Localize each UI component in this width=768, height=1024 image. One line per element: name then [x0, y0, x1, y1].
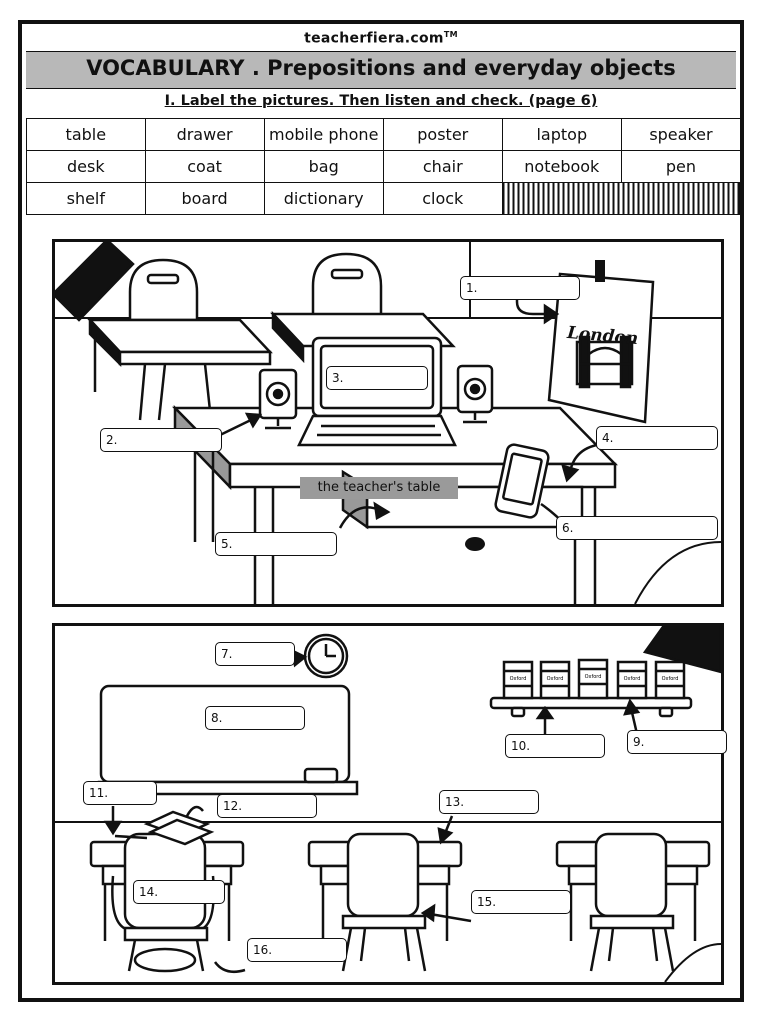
- vocab-word: speaker: [620, 118, 742, 151]
- vocab-word: bag: [263, 150, 384, 183]
- speaker-left: [258, 368, 298, 430]
- label-box-11[interactable]: 11.: [83, 781, 157, 805]
- vocab-word: drawer: [144, 118, 265, 151]
- label-box-4[interactable]: 4.: [596, 426, 718, 450]
- arrow-2: [217, 416, 256, 438]
- vocab-row: desk coat bag chair notebook pen: [26, 150, 742, 183]
- label-box-2[interactable]: 2.: [100, 428, 222, 452]
- vocab-word: shelf: [26, 182, 146, 215]
- chair-back-right: [311, 252, 383, 318]
- vocab-word: poster: [382, 118, 503, 151]
- vocab-word: laptop: [501, 118, 622, 151]
- hatched-cell: [501, 182, 742, 215]
- vocab-word: board: [144, 182, 265, 215]
- site-brand: teacherfiera.comTM: [304, 30, 458, 47]
- shelf: [489, 658, 693, 718]
- book-brand-label: Oxford: [624, 676, 641, 682]
- label-box-15[interactable]: 15.: [471, 890, 571, 914]
- book-brand-label: Oxford: [510, 676, 527, 682]
- label-box-9[interactable]: 9.: [627, 730, 727, 754]
- label-box-13[interactable]: 13.: [439, 790, 539, 814]
- vocab-row: table drawer mobile phone poster laptop …: [26, 118, 742, 151]
- poster-london: [547, 260, 655, 424]
- vocab-word: coat: [144, 150, 265, 183]
- label-box-5[interactable]: 5.: [215, 532, 337, 556]
- chair-right: [589, 832, 675, 972]
- vocab-word: notebook: [501, 150, 622, 183]
- arrow-1: [515, 287, 550, 316]
- label-box-12[interactable]: 12.: [217, 794, 317, 818]
- vocab-word: mobile phone: [263, 118, 384, 151]
- table-caption: the teacher's table: [300, 477, 458, 499]
- label-box-16[interactable]: 16.: [247, 938, 347, 962]
- label-box-8[interactable]: 8.: [205, 706, 305, 730]
- chair-left: [111, 832, 215, 973]
- worksheet-title: VOCABULARY . Prepositions and everyday o…: [86, 56, 676, 80]
- chair-middle: [341, 832, 427, 972]
- tape-corner-right: [642, 626, 721, 674]
- chair-back-left: [128, 258, 199, 322]
- vocab-word: table: [26, 118, 146, 151]
- title-band: VOCABULARY . Prepositions and everyday o…: [26, 51, 736, 89]
- student-desk-left: [87, 316, 273, 421]
- speaker-right: [456, 364, 494, 424]
- scene-teachers-table: London the teacher's table 1. 2. 3. 4. 5…: [52, 239, 724, 607]
- mobile-phone: [494, 443, 550, 519]
- tape-corner: [55, 242, 135, 322]
- laptop: [297, 336, 457, 447]
- vocab-word: pen: [620, 150, 742, 183]
- vocab-word: clock: [382, 182, 503, 215]
- book-brand-label: Oxford: [585, 674, 602, 680]
- label-box-3[interactable]: 3.: [326, 366, 428, 390]
- vocab-row: shelf board dictionary clock: [26, 182, 742, 215]
- label-box-14[interactable]: 14.: [133, 880, 225, 904]
- clock: [303, 633, 349, 679]
- label-box-1[interactable]: 1.: [460, 276, 580, 300]
- instruction-text: I. Label the pictures. Then listen and c…: [164, 93, 598, 109]
- vocab-word: desk: [26, 150, 146, 183]
- books: [114, 810, 215, 846]
- label-box-10[interactable]: 10.: [505, 734, 605, 758]
- vocabulary-table: table drawer mobile phone poster laptop …: [26, 118, 742, 215]
- vocab-word: chair: [382, 150, 503, 183]
- label-box-7[interactable]: 7.: [215, 642, 295, 666]
- book-brand-label: Oxford: [662, 676, 679, 682]
- label-box-6[interactable]: 6.: [556, 516, 718, 540]
- teachers-table-illustration: [55, 242, 721, 604]
- book-brand-label: Oxford: [547, 676, 564, 682]
- board: [97, 684, 359, 796]
- worksheet: teacherfiera.comTM VOCABULARY . Preposit…: [18, 20, 744, 1002]
- vocab-word: dictionary: [263, 182, 384, 215]
